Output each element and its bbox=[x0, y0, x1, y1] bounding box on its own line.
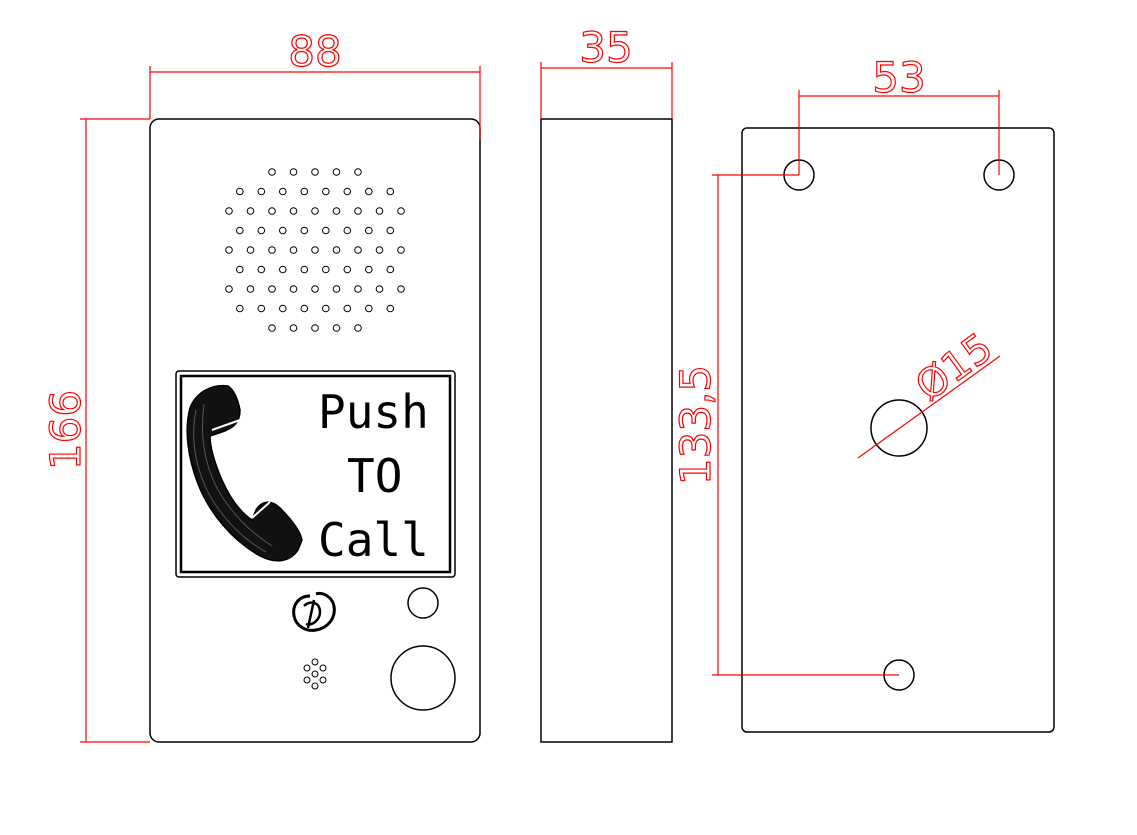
side-view bbox=[540, 118, 673, 743]
speaker-hole bbox=[332, 207, 341, 215]
dimension-labels: 88 166 35 53 133,5 Ø15 bbox=[40, 22, 1002, 485]
call-button[interactable] bbox=[390, 645, 456, 711]
speaker-hole bbox=[268, 246, 276, 254]
dimension-label-diameter: Ø15 bbox=[908, 325, 1002, 411]
speaker-hole bbox=[311, 324, 319, 332]
speaker-hole bbox=[236, 265, 244, 274]
speaker-hole bbox=[300, 226, 309, 235]
speaker-hole bbox=[257, 304, 266, 313]
speaker-hole bbox=[279, 304, 287, 313]
speaker-hole bbox=[365, 265, 373, 274]
speaker-hole bbox=[236, 226, 244, 235]
panel-text-push: Push bbox=[318, 385, 429, 439]
speaker-hole bbox=[365, 304, 373, 313]
speaker-hole bbox=[268, 207, 276, 215]
speaker-hole bbox=[311, 207, 319, 215]
speaker-hole bbox=[397, 285, 405, 293]
panel-text-to: TO bbox=[347, 449, 402, 503]
speaker-hole bbox=[311, 285, 319, 293]
speaker-hole bbox=[289, 324, 298, 332]
speaker-hole bbox=[322, 226, 330, 235]
speaker-hole bbox=[354, 285, 362, 293]
speaker-hole bbox=[236, 304, 244, 313]
speaker-hole bbox=[268, 324, 276, 332]
speaker-hole bbox=[354, 246, 362, 254]
speaker-hole bbox=[257, 265, 266, 274]
dimension-label-vertical-spacing: 133,5 bbox=[671, 365, 720, 485]
speaker-hole bbox=[375, 285, 384, 293]
speaker-hole bbox=[332, 324, 341, 332]
speaker-hole bbox=[246, 285, 255, 293]
speaker-hole bbox=[289, 207, 298, 215]
dimension-label-hole-spacing: 53 bbox=[872, 53, 925, 102]
speaker-hole bbox=[343, 226, 352, 235]
speaker-hole bbox=[225, 246, 233, 254]
speaker-hole bbox=[386, 304, 395, 313]
speaker-hole bbox=[236, 187, 244, 196]
speaker-hole bbox=[375, 246, 384, 254]
speaker-hole bbox=[332, 285, 341, 293]
speaker-hole bbox=[322, 265, 330, 274]
dimension-label-height: 166 bbox=[41, 390, 90, 470]
speaker-hole bbox=[268, 285, 276, 293]
speaker-hole bbox=[268, 168, 276, 176]
speaker-hole bbox=[397, 246, 405, 254]
speaker-hole bbox=[397, 207, 405, 215]
speaker-hole bbox=[279, 265, 287, 274]
telephone-handset-icon bbox=[186, 384, 303, 562]
cable-entry-hole bbox=[870, 399, 928, 457]
microphone-holes-icon bbox=[303, 658, 327, 690]
speaker-hole bbox=[257, 187, 266, 196]
speaker-hole bbox=[225, 285, 233, 293]
dimension-lines bbox=[80, 62, 1001, 743]
front-view: Push TO Call bbox=[149, 118, 481, 743]
speaker-hole bbox=[311, 168, 319, 176]
speaker-hole bbox=[386, 265, 395, 274]
front-housing-outline bbox=[149, 118, 481, 743]
gd-logo-icon bbox=[292, 592, 336, 632]
indicator-light bbox=[407, 587, 439, 619]
speaker-hole bbox=[332, 246, 341, 254]
speaker-hole bbox=[289, 168, 298, 176]
speaker-hole bbox=[311, 246, 319, 254]
speaker-hole bbox=[354, 207, 362, 215]
speaker-hole bbox=[300, 187, 309, 196]
back-plate-outline bbox=[741, 127, 1055, 733]
display-panel: Push TO Call bbox=[175, 370, 456, 578]
speaker-hole bbox=[386, 187, 395, 196]
speaker-hole bbox=[386, 226, 395, 235]
speaker-hole bbox=[343, 304, 352, 313]
display-panel-inner bbox=[179, 374, 452, 574]
speaker-hole bbox=[332, 168, 341, 176]
speaker-hole bbox=[343, 187, 352, 196]
speaker-hole bbox=[375, 207, 384, 215]
speaker-hole bbox=[225, 207, 233, 215]
speaker-hole bbox=[289, 285, 298, 293]
dimension-label-depth: 35 bbox=[579, 23, 632, 72]
speaker-grille-icon bbox=[225, 168, 405, 332]
speaker-hole bbox=[354, 324, 362, 332]
speaker-hole bbox=[343, 265, 352, 274]
speaker-hole bbox=[279, 187, 287, 196]
speaker-hole bbox=[289, 246, 298, 254]
speaker-hole bbox=[246, 246, 255, 254]
speaker-hole bbox=[322, 187, 330, 196]
speaker-hole bbox=[300, 265, 309, 274]
speaker-hole bbox=[246, 207, 255, 215]
speaker-hole bbox=[322, 304, 330, 313]
side-housing-outline bbox=[540, 118, 673, 743]
speaker-hole bbox=[257, 226, 266, 235]
speaker-hole bbox=[279, 226, 287, 235]
speaker-hole bbox=[354, 168, 362, 176]
panel-text-call: Call bbox=[318, 513, 429, 567]
dimension-label-width: 88 bbox=[288, 27, 341, 76]
speaker-hole bbox=[300, 304, 309, 313]
speaker-hole bbox=[365, 187, 373, 196]
display-panel-outer bbox=[175, 370, 456, 578]
speaker-hole bbox=[365, 226, 373, 235]
